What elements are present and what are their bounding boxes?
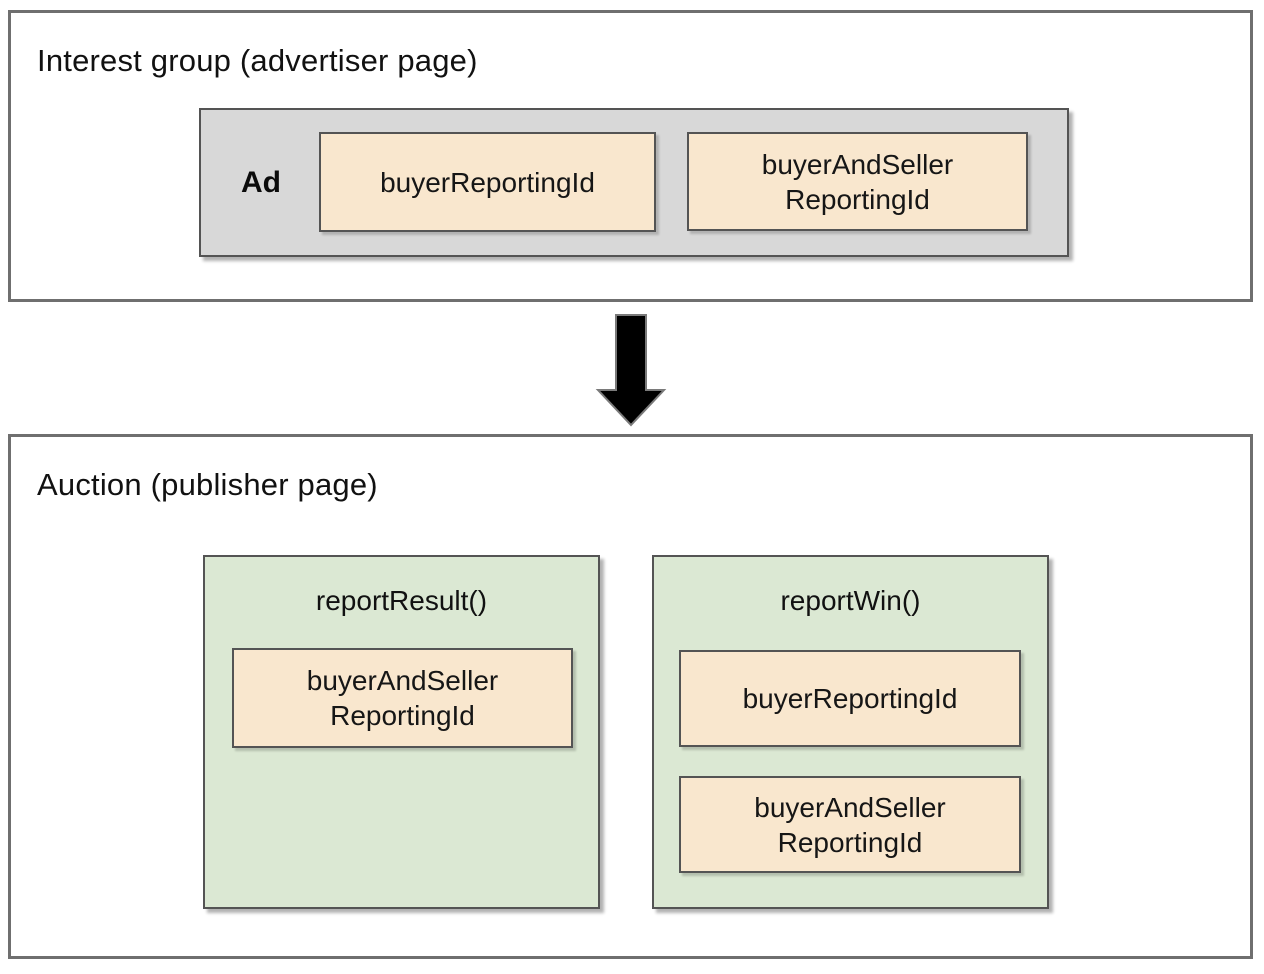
interest-group-container: Interest group (advertiser page) Ad buye… [8,10,1253,302]
chip-label: buyerAndSeller ReportingId [306,665,499,731]
chip-label: buyerReportingId [742,683,958,714]
down-arrow-icon [595,314,667,427]
auction-title: Auction (publisher page) [37,467,378,502]
ad-box: Ad buyerReportingId buyerAndSeller Repor… [199,108,1069,257]
report-win-box: reportWin() buyerReportingId buyerAndSel… [652,555,1049,909]
ad-label: Ad [241,165,281,199]
chip-label: buyerReportingId [380,166,595,198]
auction-container: Auction (publisher page) reportResult() … [8,434,1253,959]
report-result-box: reportResult() buyerAndSeller ReportingI… [203,555,600,909]
interest-group-title: Interest group (advertiser page) [37,43,478,78]
chip-buyer-and-seller-reporting-id: buyerAndSeller ReportingId [687,132,1028,231]
chip-label: buyerAndSeller ReportingId [754,791,946,858]
report-win-title: reportWin() [780,585,921,616]
chip-label: buyerAndSeller ReportingId [761,148,954,215]
report-result-title: reportResult() [315,585,488,616]
chip-buyer-reporting-id: buyerReportingId [679,650,1021,747]
chip-buyer-and-seller-reporting-id: buyerAndSeller ReportingId [232,648,573,748]
chip-buyer-and-seller-reporting-id: buyerAndSeller ReportingId [679,776,1021,873]
chip-buyer-reporting-id: buyerReportingId [319,132,656,232]
